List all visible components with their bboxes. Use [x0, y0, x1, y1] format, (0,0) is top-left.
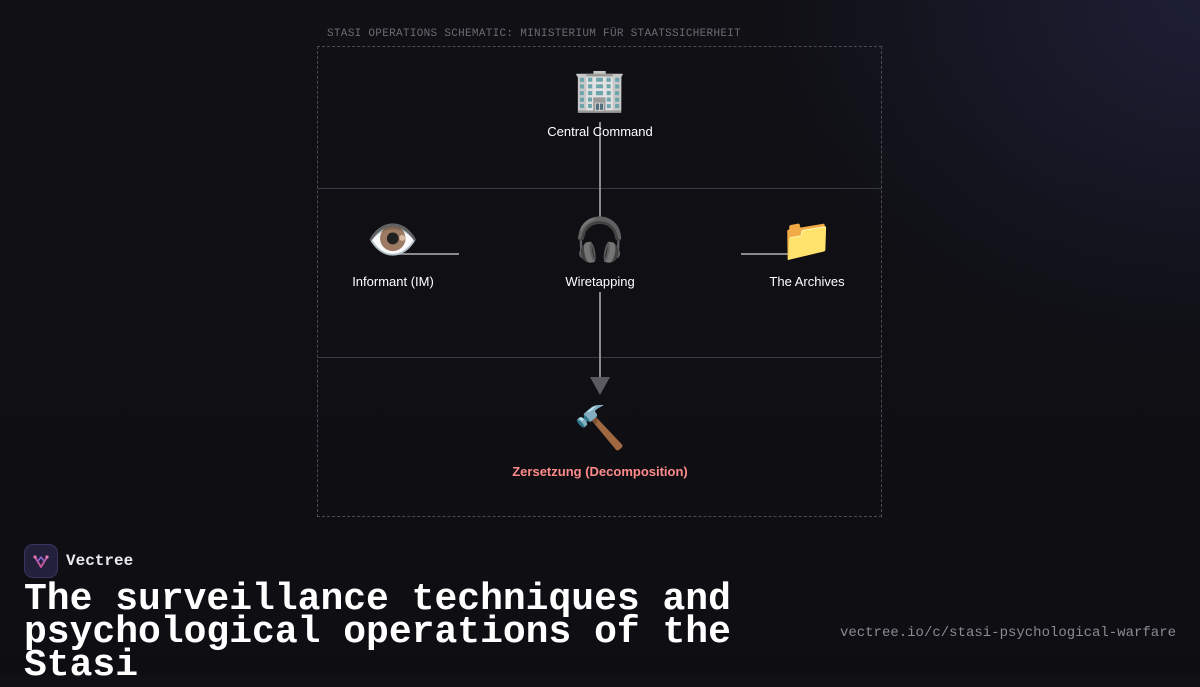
node-informant: 👁️ Informant (IM)	[352, 215, 434, 290]
node-label: Wiretapping	[565, 274, 635, 289]
brand: Vectree	[24, 544, 133, 578]
diagram-frame	[317, 46, 882, 517]
node-archives: 📁 The Archives	[769, 215, 845, 290]
headphones-icon: 🎧	[573, 215, 627, 264]
eye-icon: 👁️	[366, 215, 420, 264]
folder-icon: 📁	[780, 215, 834, 264]
page-url[interactable]: vectree.io/c/stasi-psychological-warfare	[839, 625, 1176, 641]
node-label: The Archives	[769, 274, 845, 289]
connector-central-to-wiretap	[599, 122, 601, 217]
node-label: Central Command	[547, 124, 653, 139]
node-zersetzung: 🔨 Zersetzung (Decomposition)	[512, 403, 688, 480]
connector-wiretap-to-zersetzung	[599, 292, 601, 378]
node-label: Zersetzung (Decomposition)	[512, 464, 688, 479]
node-wiretapping: 🎧 Wiretapping	[565, 215, 635, 290]
vectree-logo-icon	[24, 544, 58, 578]
connector-informant	[395, 253, 459, 255]
connector-archives	[741, 253, 805, 255]
node-label: Informant (IM)	[352, 274, 434, 289]
schematic-title: STASI OPERATIONS SCHEMATIC: MINISTERIUM …	[327, 28, 742, 40]
office-building-icon: 🏢	[573, 65, 627, 114]
node-central-command: 🏢 Central Command	[547, 65, 653, 140]
page-title: The surveillance techniques and psycholo…	[24, 578, 731, 687]
hammer-icon: 🔨	[573, 403, 627, 452]
arrowhead-down-icon	[590, 377, 610, 395]
brand-name: Vectree	[66, 552, 134, 570]
